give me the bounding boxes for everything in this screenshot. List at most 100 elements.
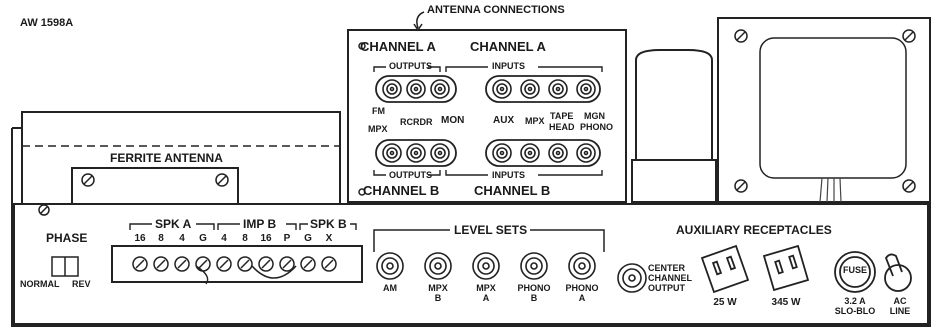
rca-jack-icon[interactable] xyxy=(406,143,426,163)
rca-jack-icon[interactable] xyxy=(499,150,505,156)
terminal-screw-icon[interactable] xyxy=(216,256,232,272)
rca-jack-icon[interactable] xyxy=(434,147,446,159)
level-control-icon[interactable] xyxy=(573,257,591,275)
rca-jack-icon[interactable] xyxy=(437,150,443,156)
terminal-label: G xyxy=(199,233,207,244)
rca-jack-icon[interactable] xyxy=(527,86,533,92)
terminal-screw-icon[interactable] xyxy=(153,256,169,272)
rca-jack-icon[interactable] xyxy=(496,147,508,159)
rca-jack-icon[interactable] xyxy=(555,150,561,156)
level-sets-title: LEVEL SETS xyxy=(454,223,528,237)
level-control-icon[interactable] xyxy=(424,252,452,280)
rca-jack-icon[interactable] xyxy=(406,79,426,99)
fuse-face-label: FUSE xyxy=(842,265,868,275)
terminal-label: 8 xyxy=(158,233,164,244)
rca-jack-icon[interactable] xyxy=(386,83,398,95)
level-control-icon[interactable] xyxy=(386,262,394,270)
level-control-icon[interactable] xyxy=(434,262,442,270)
level-control-icon[interactable] xyxy=(530,262,538,270)
level-control-icon[interactable] xyxy=(578,262,586,270)
rca-jack-icon[interactable] xyxy=(496,83,508,95)
terminal-label: X xyxy=(325,233,333,244)
terminal-label: 8 xyxy=(242,233,248,244)
level-control-icon[interactable] xyxy=(482,262,490,270)
rca-jack-icon[interactable] xyxy=(576,79,596,99)
rca-jack-icon[interactable] xyxy=(527,150,533,156)
rca-jack-icon[interactable] xyxy=(580,83,592,95)
channel-a-label: CHANNEL A xyxy=(360,39,436,54)
terminal-label: P xyxy=(283,233,291,244)
rca-jack-icon xyxy=(382,79,596,163)
jack-label-mpx-input: MPX xyxy=(525,116,545,126)
level-control-icon[interactable] xyxy=(525,257,543,275)
jack-label-fm: FM xyxy=(372,106,385,116)
level-control-icon[interactable] xyxy=(429,257,447,275)
terminal-label: 4 xyxy=(179,233,185,244)
rca-jack-icon[interactable] xyxy=(583,86,589,92)
terminal-screw-icon[interactable] xyxy=(321,256,337,272)
rca-jack-icon[interactable] xyxy=(410,147,422,159)
rca-jack-icon[interactable] xyxy=(524,83,536,95)
inputs-label-b: INPUTS xyxy=(492,170,526,180)
channel-b-label-2: CHANNEL B xyxy=(474,183,551,198)
transformer xyxy=(717,17,931,203)
terminal-label: 4 xyxy=(221,233,227,244)
rca-jack-icon[interactable] xyxy=(520,79,540,99)
rca-jack-icon[interactable] xyxy=(580,147,592,159)
inputs-label-a: INPUTS xyxy=(492,61,526,71)
rca-jack-icon[interactable] xyxy=(434,83,446,95)
level-control-icon[interactable] xyxy=(376,252,404,280)
level-control-label: B xyxy=(434,293,442,303)
rca-jack-icon[interactable] xyxy=(492,79,512,99)
level-control-label: B xyxy=(530,293,538,303)
level-control-label: A xyxy=(482,293,490,303)
level-control-icon[interactable] xyxy=(520,252,548,280)
rca-jack-icon[interactable] xyxy=(382,143,402,163)
rca-jack-icon[interactable] xyxy=(499,86,505,92)
rca-jack-icon[interactable] xyxy=(552,147,564,159)
imp-b-label: IMP B xyxy=(243,217,277,231)
center-channel-line-3: OUTPUT xyxy=(648,283,685,293)
rca-jack-icon[interactable] xyxy=(389,150,395,156)
rca-jack-icon[interactable] xyxy=(413,150,419,156)
terminal-screw-icon[interactable] xyxy=(279,256,295,272)
rca-jack-icon[interactable] xyxy=(430,79,450,99)
ac-line-label-2: LINE xyxy=(889,306,911,316)
terminal-screw-icon[interactable] xyxy=(237,256,253,272)
rca-jack-icon[interactable] xyxy=(389,86,395,92)
terminal-screw-icon[interactable] xyxy=(258,256,274,272)
rca-jack-icon[interactable] xyxy=(413,86,419,92)
rca-jack-icon[interactable] xyxy=(437,86,443,92)
rca-jack-icon[interactable] xyxy=(382,79,402,99)
ac-line-label-1: AC xyxy=(893,296,907,306)
rca-jack-icon[interactable] xyxy=(552,83,564,95)
terminal-screw-icon[interactable] xyxy=(174,256,190,272)
ac-receptacle-icon xyxy=(700,244,810,294)
rca-jack-icon[interactable] xyxy=(555,86,561,92)
outputs-label-a: OUTPUTS xyxy=(389,61,433,71)
rca-jack-icon[interactable] xyxy=(576,143,596,163)
rca-jack-icon[interactable] xyxy=(492,143,512,163)
rca-jack-icon[interactable] xyxy=(524,147,536,159)
antenna-connection-board xyxy=(347,29,627,203)
rca-jack-icon[interactable] xyxy=(386,147,398,159)
jack-label-aux: AUX xyxy=(493,115,515,126)
rca-jack-icon[interactable] xyxy=(430,143,450,163)
fuse-type-label: SLO-BLO xyxy=(834,306,876,316)
phase-label: PHASE xyxy=(46,231,88,245)
rca-jack-icon[interactable] xyxy=(548,79,568,99)
level-control-icon[interactable] xyxy=(477,257,495,275)
channel-b-label: CHANNEL B xyxy=(363,183,440,198)
level-control-icon[interactable] xyxy=(381,257,399,275)
rca-jack-icon[interactable] xyxy=(410,83,422,95)
jack-label-mpx: MPX xyxy=(368,124,388,134)
rca-jack-icon[interactable] xyxy=(583,150,589,156)
level-control-icon[interactable] xyxy=(472,252,500,280)
level-control-icon[interactable] xyxy=(568,252,596,280)
rca-jack-icon[interactable] xyxy=(520,143,540,163)
rca-jack-icon[interactable] xyxy=(548,143,568,163)
terminal-screw-icon[interactable] xyxy=(300,256,316,272)
terminal-screw-icon[interactable] xyxy=(132,256,148,272)
